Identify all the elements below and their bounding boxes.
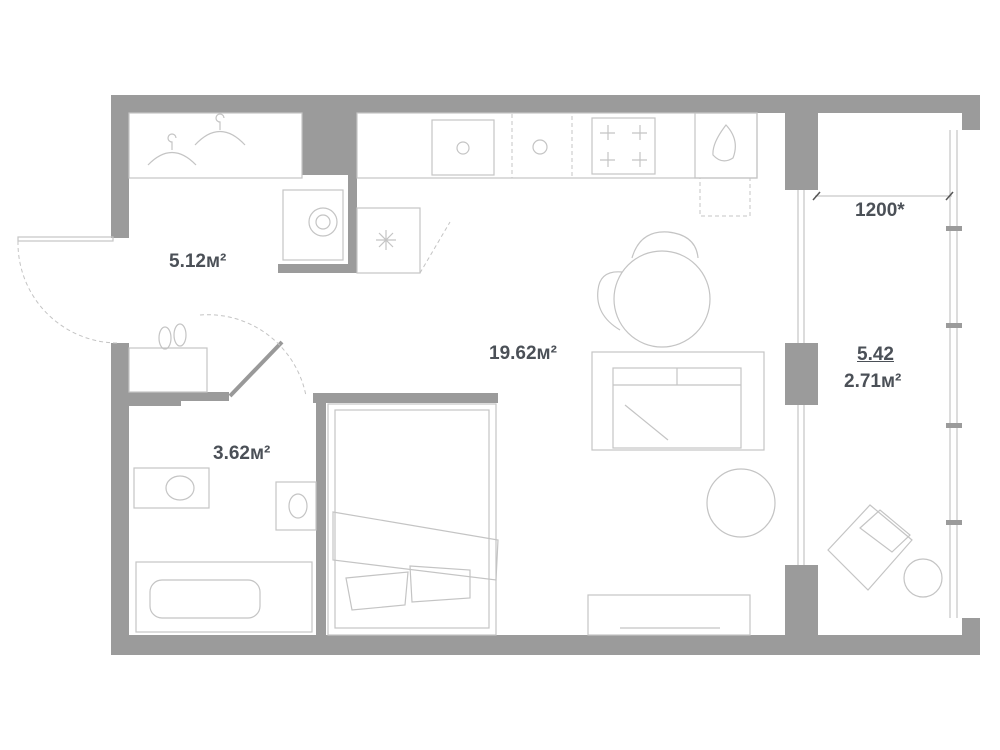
balcony-area-label: 2.71м² <box>844 371 902 392</box>
dimension-line <box>812 191 954 201</box>
walls <box>111 95 980 655</box>
bathroom-area-label: 3.62м² <box>213 443 271 464</box>
dining-table <box>597 231 711 348</box>
balcony-width-dimension: 1200* <box>855 200 905 221</box>
bathroom-fixtures <box>133 467 317 633</box>
main-room-area-label: 19.62м² <box>489 343 557 364</box>
tv-stand <box>587 594 751 636</box>
bathroom-door <box>199 314 307 398</box>
sofa <box>591 351 765 451</box>
wardrobe <box>128 112 303 179</box>
entrance-door <box>17 236 119 344</box>
round-rug <box>706 468 776 538</box>
balcony-window <box>797 130 962 618</box>
hallway-area-label: 5.12м² <box>169 251 227 272</box>
balcony-chair <box>827 504 943 598</box>
balcony-full-area-label: 5.42 <box>857 344 894 365</box>
bed <box>327 403 499 636</box>
washing-machine <box>282 189 344 261</box>
shoe-rack <box>128 323 208 393</box>
kitchen <box>356 112 758 274</box>
